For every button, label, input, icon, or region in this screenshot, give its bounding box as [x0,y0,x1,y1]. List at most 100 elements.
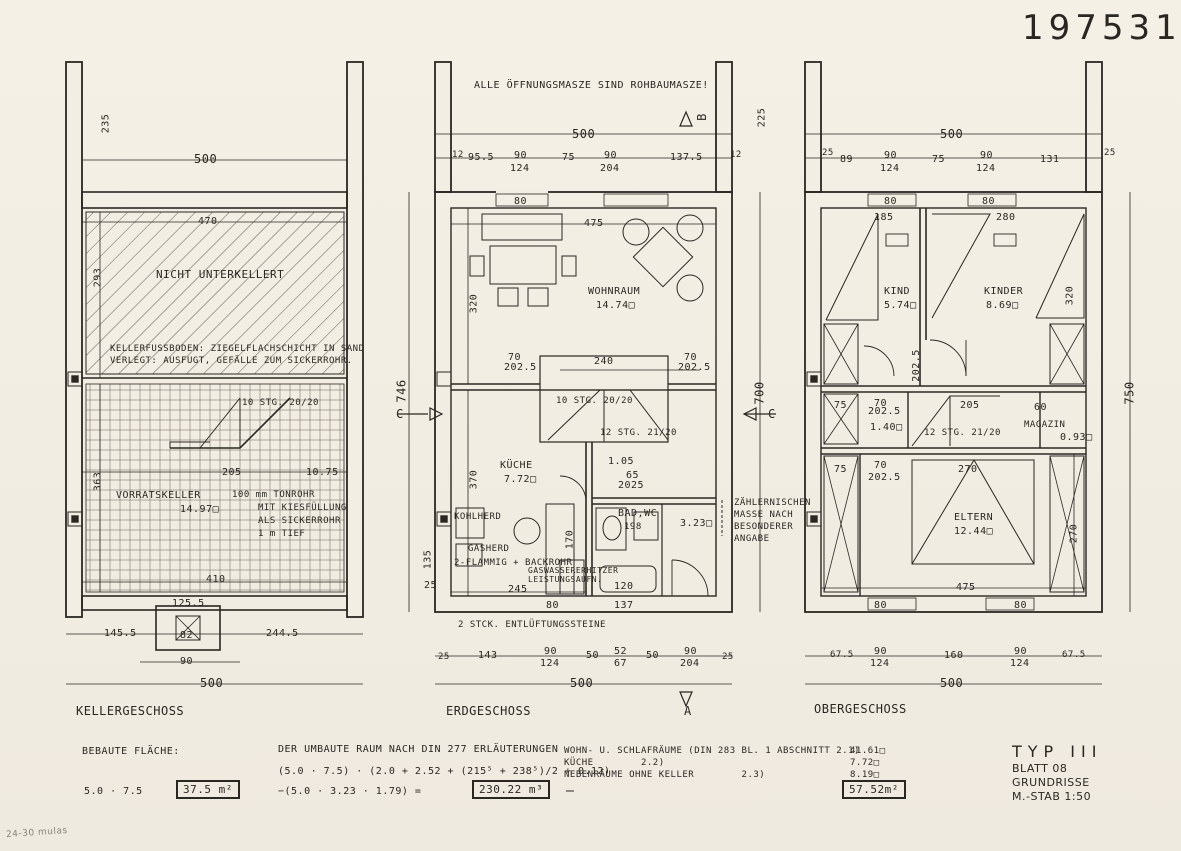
keller-drain-note-2: MIT KIESFÜLLUNG [258,503,347,513]
ober-top-dim-3: 124 [880,163,900,174]
erd-dim-105: 1.05 [608,456,635,467]
erd-stair-label: 10 STG. 20/20 [556,396,633,406]
ober-dim-75a: 75 [834,400,848,411]
ober-top-dim-2: 90 [884,150,898,161]
erd-bath-area: 3.23□ [680,518,713,529]
erd-dim-320: 320 [468,293,480,314]
ober-kid2-area: 8.69□ [986,300,1019,311]
erd-water-heater-2: LEISTUNGSAUFN. [528,575,603,584]
erd-gas-stove-2: 2-FLAMMIG + BACKROHR [454,558,573,568]
erd-coal-stove: KOHLHERD [454,512,502,522]
erd-plan [398,61,776,708]
built-area-calc: 5.0 · 7.5 [84,786,143,797]
keller-dim-235: 235 [100,113,112,134]
section-mark-a: A [684,704,692,718]
erd-gas-stove: GASHERD [468,544,510,554]
ober-top-dim-7: 131 [1040,154,1060,165]
area-row-1-label: WOHN- U. SCHLAFRÄUME (DIN 283 BL. 1 ABSC… [564,746,860,756]
volume-calc-1: (5.0 · 7.5) · (2.0 + 2.52 + (215⁵ + 238⁵… [278,766,611,777]
volume-value: 230.22 m³ [472,780,551,799]
ober-dim-280: 280 [996,212,1016,223]
ober-bottom-dim-3: 160 [944,650,964,661]
erd-dim-70b: 70 [684,352,698,363]
erd-kitchen-area: 7.72□ [504,474,537,485]
built-area-label: BEBAUTE FLÄCHE: [82,746,180,757]
section-mark-b: B [694,113,709,121]
erd-dim-135: 135 [422,549,434,570]
ober-dim-70b: 70 [874,460,888,471]
ober-bottom-dim-2: 124 [870,658,890,669]
erd-vent-note: 2 STCK. ENTLÜFTUNGSSTEINE [458,620,606,630]
sheet-number: 197531 [1022,8,1181,48]
top-note: ALLE ÖFFNUNGSMASZE SIND ROHBAUMASZE! [474,80,709,91]
area-row-3-label: NEBENRÄUME OHNE KELLER 2.3) [564,770,766,780]
keller-overall-width-bottom: 500 [200,676,224,690]
erd-bottom-dim-2: 90 [544,646,558,657]
ober-top-dim-1: 89 [840,154,854,165]
erd-top-dim-7: 137.5 [670,152,703,163]
keller-storage-area: 14.97□ [180,504,220,515]
ober-storage-area: 0.93□ [1060,432,1093,443]
keller-plan [65,61,364,685]
erd-dim-2025c: 2025 [618,480,645,491]
erd-dim-370: 370 [468,469,480,490]
erd-overall-width: 500 [572,127,596,141]
erd-bottom-dim-8: 90 [684,646,698,657]
erd-dim-120: 120 [614,581,634,592]
ober-overall-width: 500 [940,127,964,141]
area-row-3-value: 8.19□ [850,770,880,780]
ober-parents-label: ELTERN [954,512,994,523]
keller-dim-82: 82 [180,630,194,641]
erd-dim-700: 700 [752,381,767,405]
erd-dim-240: 240 [594,356,614,367]
ober-dim-80b: 80 [982,196,996,207]
ober-bottom-dim-4: 90 [1014,646,1028,657]
erd-bottom-dim-7: 50 [646,650,660,661]
ober-dim-475: 475 [956,582,976,593]
erd-bath-label: BAD,WC [618,508,658,519]
ober-kid1-label: KIND [884,286,911,297]
ober-dim-60: 60 [1034,402,1048,413]
ober-dim-80a: 80 [884,196,898,207]
erd-bottom-dim-1: 143 [478,650,498,661]
ober-kid2-label: KINDER [984,286,1024,297]
ober-top-dim-8: 25 [1104,148,1116,158]
keller-dim-1075: 10.75 [306,467,339,478]
keller-drain-note-4: 1 m TIEF [258,529,306,539]
erd-dim-475: 475 [584,218,604,229]
keller-storage-label: VORRATSKELLER [116,490,201,501]
erd-stair-label-2: 12 STG. 21/20 [600,428,677,438]
ober-dim-320: 320 [1064,285,1076,306]
keller-floor-note-2: VERLEGT: AUSFUGT, GEFÄLLE ZUM SICKERROHR… [110,356,353,366]
erd-bottom-dim-4: 50 [586,650,600,661]
erd-bottom-dim-9: 204 [680,658,700,669]
ober-kid1-area: 5.74□ [884,300,917,311]
area-row-1-value: 41.61□ [850,746,886,756]
ober-parents-area: 12.44□ [954,526,994,537]
keller-drain-note-1: 100 mm TONROHR [232,490,315,500]
erd-bottom-dim-10: 25 [722,652,734,662]
ober-dim-2025a: 202.5 [868,406,901,417]
erd-meter-note-4: ANGABE [734,534,770,544]
volume-label: DER UMBAUTE RAUM NACH DIN 277 ERLÄUTERUN… [278,744,559,755]
keller-drain-note-3: ALS SICKERROHR [258,516,341,526]
keller-dim-1255: 125.5 [172,598,205,609]
keller-dim-2445: 244.5 [266,628,299,639]
erd-dim-70a: 70 [508,352,522,363]
ober-dim-70a: 70 [874,398,888,409]
scale-label: M.-STAB 1:50 [1012,790,1092,803]
type-label: TYP III [1012,742,1103,761]
ober-bottom-dim-0: 67.5 [830,650,854,660]
erd-title: ERDGESCHOSS [446,704,531,718]
erd-top-dim-3: 124 [510,163,530,174]
erd-top-dim-6: 204 [600,163,620,174]
ober-bottom-dim-5: 124 [1010,658,1030,669]
erd-living-area: 14.74□ [596,300,636,311]
ober-dim-80d: 80 [1014,600,1028,611]
ober-bottom-dim-1: 90 [874,646,888,657]
content-label: GRUNDRISSE [1012,776,1090,789]
erd-top-dim-8: 12 [730,150,742,160]
erd-dim-198: 198 [624,522,642,532]
ober-dim-750: 750 [1122,381,1137,405]
